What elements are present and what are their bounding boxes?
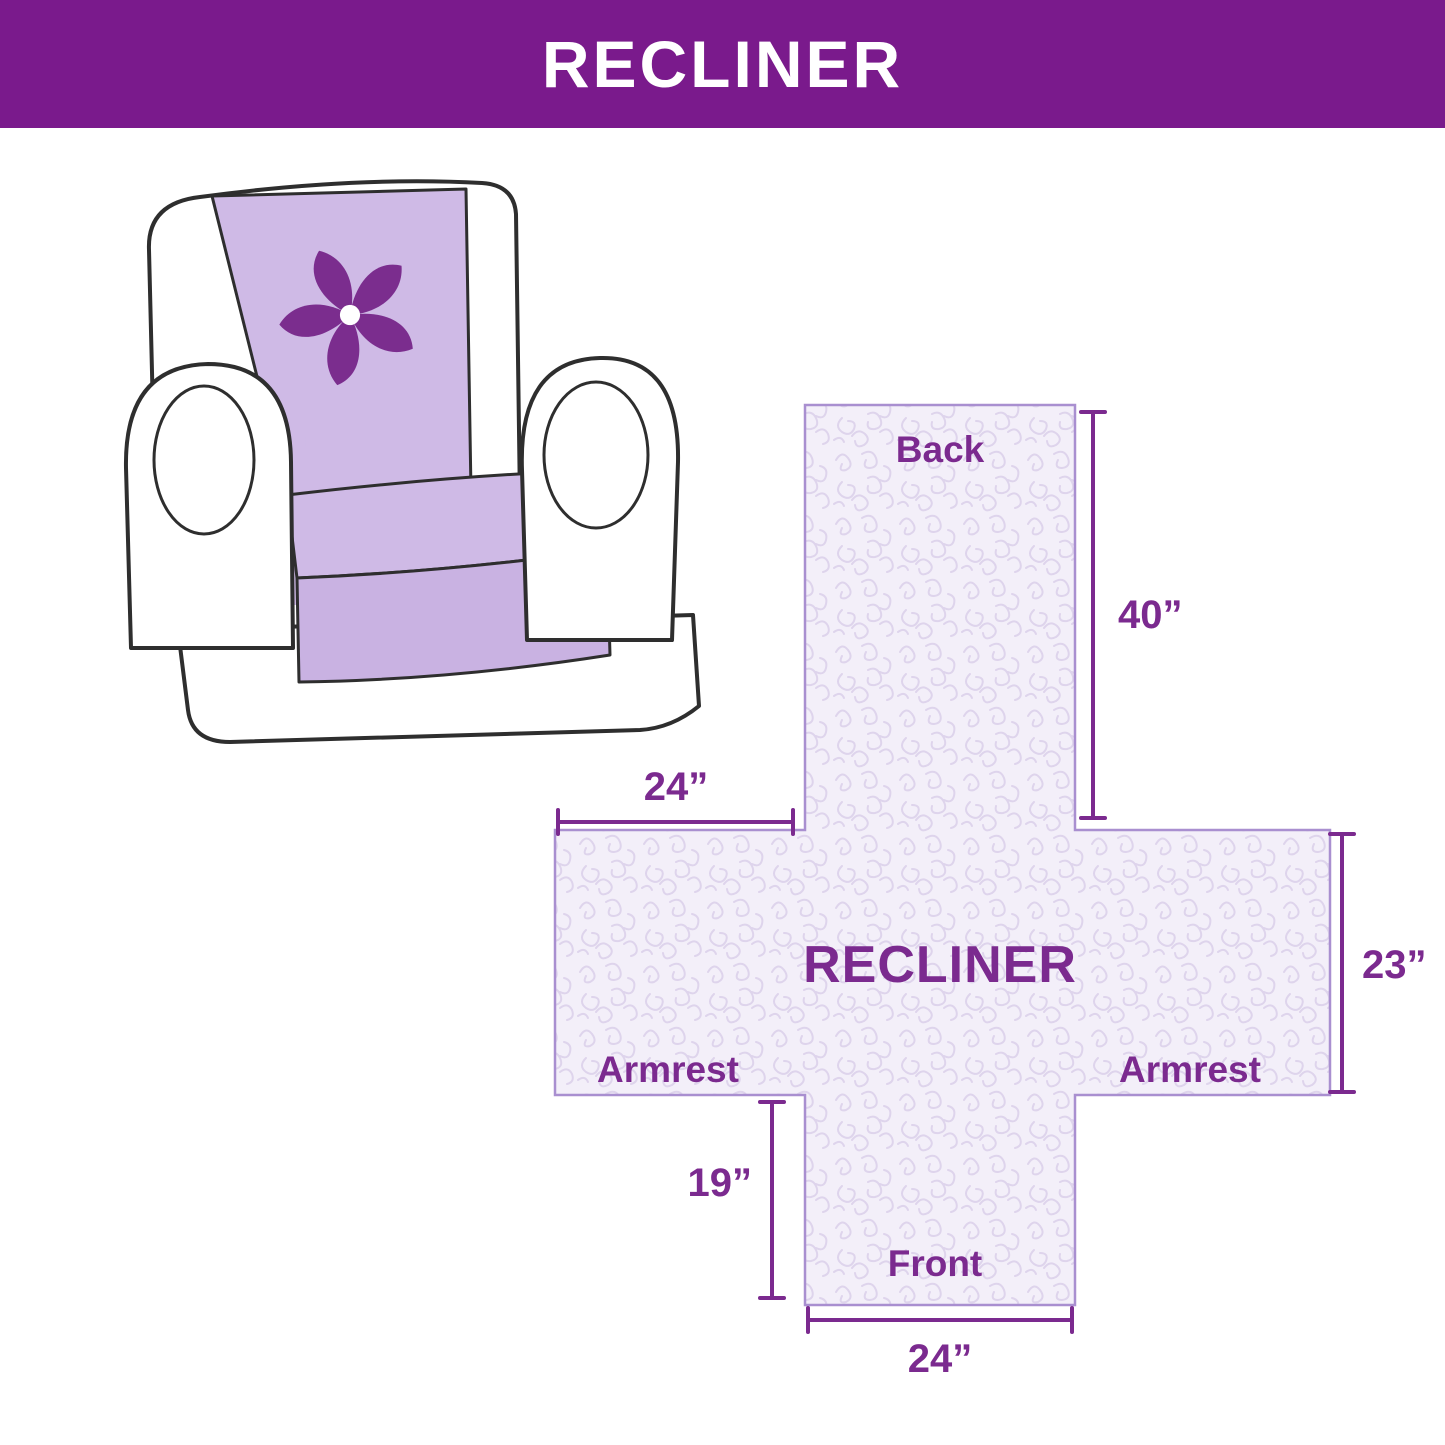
dimension-front-height: 19”	[688, 1100, 786, 1300]
dimension-back-height: 40”	[1079, 410, 1183, 820]
back-label: Back	[896, 429, 985, 470]
page-title: RECLINER	[541, 27, 904, 101]
front-height-value: 19”	[688, 1161, 753, 1205]
left-arm-roll-line	[152, 384, 256, 536]
front-label: Front	[888, 1243, 983, 1284]
back-height-value: 40”	[1118, 593, 1183, 637]
dimension-armrest-height: 23”	[1328, 832, 1427, 1094]
pinwheel-flower-icon	[279, 250, 413, 386]
fabric-cross-shape	[553, 403, 1332, 1307]
center-recliner-label: RECLINER	[803, 936, 1077, 994]
front-width-value: 24”	[908, 1337, 973, 1381]
armrest-left-label: Armrest	[597, 1049, 739, 1090]
recliner-chair-illustration	[123, 179, 701, 744]
chair-right-arm	[519, 355, 681, 642]
armrest-height-value: 23”	[1362, 943, 1427, 987]
cover-layout-diagram: Back RECLINER Armrest Armrest Front 40” …	[553, 403, 1427, 1381]
header-banner: RECLINER	[0, 0, 1445, 128]
chair-left-arm	[123, 362, 295, 650]
dimension-front-width: 24”	[806, 1306, 1074, 1381]
top-width-value: 24”	[644, 765, 709, 809]
armrest-right-label: Armrest	[1119, 1049, 1261, 1090]
right-arm-roll-line	[542, 380, 650, 530]
dimension-top-width: 24”	[556, 765, 795, 836]
